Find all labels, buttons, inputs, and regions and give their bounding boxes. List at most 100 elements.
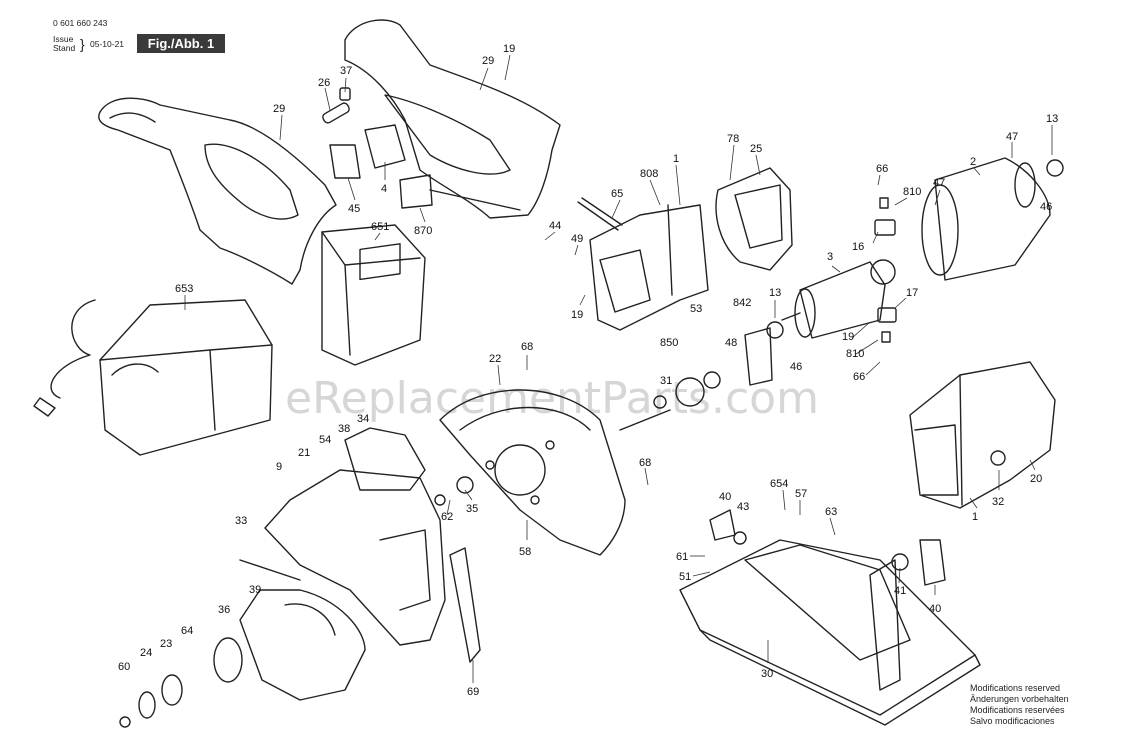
part-label: 66 (876, 163, 888, 175)
part-label: 51 (679, 571, 691, 583)
part-label: 19 (842, 331, 854, 343)
part-label: 30 (761, 668, 773, 680)
part-label: 29 (273, 103, 285, 115)
part-label: 43 (737, 501, 749, 513)
part-label: 808 (640, 168, 658, 180)
part-label: 870 (414, 225, 432, 237)
part-label: 63 (825, 506, 837, 518)
blade-guard (439, 389, 626, 556)
housing-half-left (98, 97, 337, 285)
part-label: 46 (1040, 201, 1052, 213)
part-label: 25 (750, 143, 762, 155)
charger (33, 299, 273, 456)
motor-housing (577, 197, 709, 331)
part-label: 37 (340, 65, 352, 77)
part-label: 810 (903, 186, 921, 198)
battery-pack (321, 224, 426, 366)
part-label: 40 (929, 603, 941, 615)
dust-port (239, 589, 366, 701)
part-label: 32 (992, 496, 1004, 508)
part-label: 62 (441, 511, 453, 523)
part-label: 20 (1030, 473, 1042, 485)
modification-notes: Modifications reserved Änderungen vorbeh… (970, 683, 1069, 727)
part-label: 654 (770, 478, 788, 490)
base-plate (679, 539, 981, 726)
part-label: 57 (795, 488, 807, 500)
doc-number: 0 601 660 243 (53, 18, 108, 28)
issue-label: Issue (53, 34, 74, 44)
part-label: 66 (853, 371, 865, 383)
part-label: 4 (381, 183, 387, 195)
gear-train (619, 321, 784, 431)
part-label: 40 (719, 491, 731, 503)
part-label: 65 (611, 188, 623, 200)
part-label: 31 (660, 375, 672, 387)
note-line: Salvo modificaciones (970, 716, 1055, 726)
part-label: 78 (727, 133, 739, 145)
part-label: 38 (338, 423, 350, 435)
motor-assembly (909, 361, 1056, 509)
part-label: 842 (733, 297, 751, 309)
part-label: 26 (318, 77, 330, 89)
knobs (709, 509, 946, 586)
part-label: 3 (827, 251, 833, 263)
part-label: 22 (489, 353, 501, 365)
part-label: 653 (175, 283, 193, 295)
part-label: 35 (466, 503, 478, 515)
part-label: 13 (769, 287, 781, 299)
part-label: 1 (972, 511, 978, 523)
part-label: 68 (521, 341, 533, 353)
note-line: Modifications reservées (970, 705, 1065, 715)
part-label: 34 (357, 413, 369, 425)
part-label: 19 (571, 309, 583, 321)
part-label: 53 (690, 303, 702, 315)
part-label: 19 (503, 43, 515, 55)
part-label: 33 (235, 515, 247, 527)
brace: } (80, 36, 85, 52)
part-label: 2 (970, 156, 976, 168)
part-label: 29 (482, 55, 494, 67)
part-label: 68 (639, 457, 651, 469)
issue-date: 05-10-21 (90, 39, 125, 49)
part-label: 1 (673, 153, 679, 165)
part-label: 9 (276, 461, 282, 473)
brush-holders (874, 197, 897, 343)
switch-assembly (322, 87, 433, 209)
part-label: 64 (181, 625, 193, 637)
part-label: 54 (319, 434, 331, 446)
lower-guard (264, 427, 446, 646)
part-label: 850 (660, 337, 678, 349)
part-label: 47 (1006, 131, 1018, 143)
angle-scale (449, 547, 481, 663)
fan-cover (715, 167, 793, 271)
part-label: 651 (371, 221, 389, 233)
note-line: Änderungen vorbehalten (970, 694, 1069, 704)
part-label: 61 (676, 551, 688, 563)
stand-label: Stand (53, 43, 76, 53)
fasteners (119, 476, 474, 728)
housing-half-right (344, 19, 561, 219)
part-label: 49 (571, 233, 583, 245)
part-label: 47 (933, 177, 945, 189)
part-label: 69 (467, 686, 479, 698)
part-label: 810 (846, 348, 864, 360)
part-label: 39 (249, 584, 261, 596)
note-line: Modifications reserved (970, 683, 1061, 693)
part-label: 45 (348, 203, 360, 215)
part-label: 46 (790, 361, 802, 373)
part-label: 23 (160, 638, 172, 650)
part-label: 21 (298, 447, 310, 459)
part-label: 24 (140, 647, 152, 659)
part-label: 36 (218, 604, 230, 616)
armature (781, 259, 896, 339)
part-label: 17 (906, 287, 918, 299)
part-label: 58 (519, 546, 531, 558)
part-label: 13 (1046, 113, 1058, 125)
watermark: eReplacementParts.com (285, 373, 819, 424)
motor-field (921, 157, 1064, 281)
part-label: 48 (725, 337, 737, 349)
part-label: 41 (894, 585, 906, 597)
part-label: 44 (549, 220, 561, 232)
